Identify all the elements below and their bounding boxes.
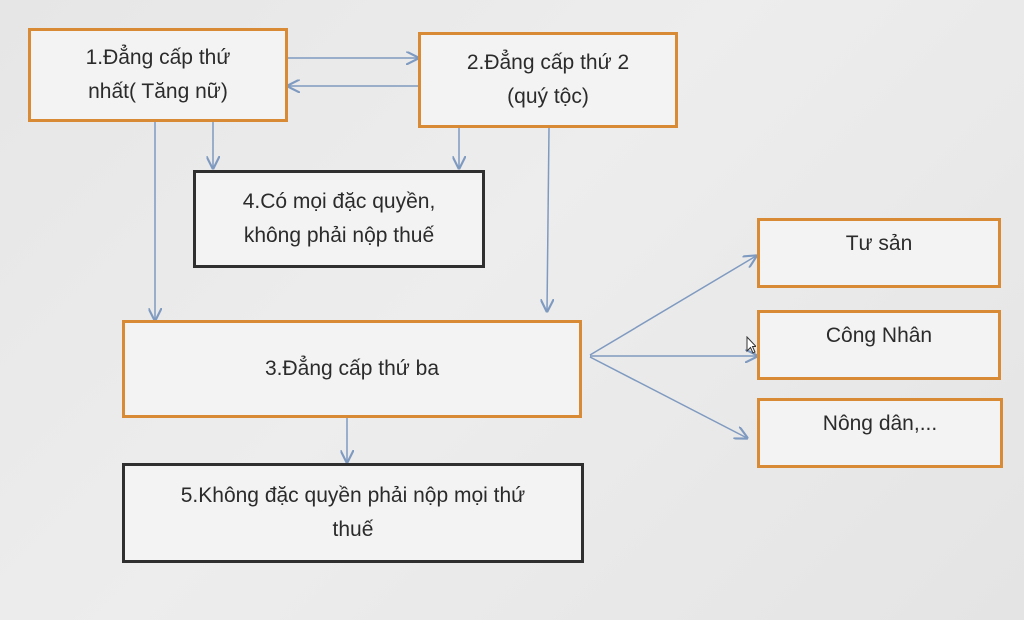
mouse-cursor-icon <box>746 336 756 354</box>
node-label: Công Nhân <box>825 324 933 347</box>
node-dang-cap-thu-hai: 2.Đẳng cấp thứ 2 (quý tộc) <box>418 32 678 128</box>
node-label: 3.Đẳng cấp thứ ba <box>264 357 439 380</box>
node-label: 2.Đẳng cấp thứ 2 (quý tộc) <box>466 51 630 108</box>
node-cong-nhan: Công Nhân <box>757 310 1001 380</box>
arrow-3-to-nong-dan <box>589 356 747 438</box>
node-label: 4.Có mọi đặc quyền, không phải nộp thuế <box>242 190 436 247</box>
arrow-3-to-tu-san <box>589 256 756 356</box>
node-dang-cap-thu-ba: 3.Đẳng cấp thứ ba <box>122 320 582 418</box>
arrow-2-to-3 <box>547 127 549 311</box>
node-nong-dan: Nông dân,... <box>757 398 1003 468</box>
node-tu-san: Tư sản <box>757 218 1001 288</box>
node-khong-dac-quyen: 5.Không đặc quyền phải nộp mọi thứ thuế <box>122 463 584 563</box>
node-label: 1.Đẳng cấp thứ nhất( Tăng nữ) <box>85 46 231 103</box>
node-label: Nông dân,... <box>822 412 938 435</box>
node-dang-cap-thu-nhat: 1.Đẳng cấp thứ nhất( Tăng nữ) <box>28 28 288 122</box>
node-label: 5.Không đặc quyền phải nộp mọi thứ thuế <box>180 484 526 541</box>
node-label: Tư sản <box>845 232 913 255</box>
node-co-moi-dac-quyen: 4.Có mọi đặc quyền, không phải nộp thuế <box>193 170 485 268</box>
